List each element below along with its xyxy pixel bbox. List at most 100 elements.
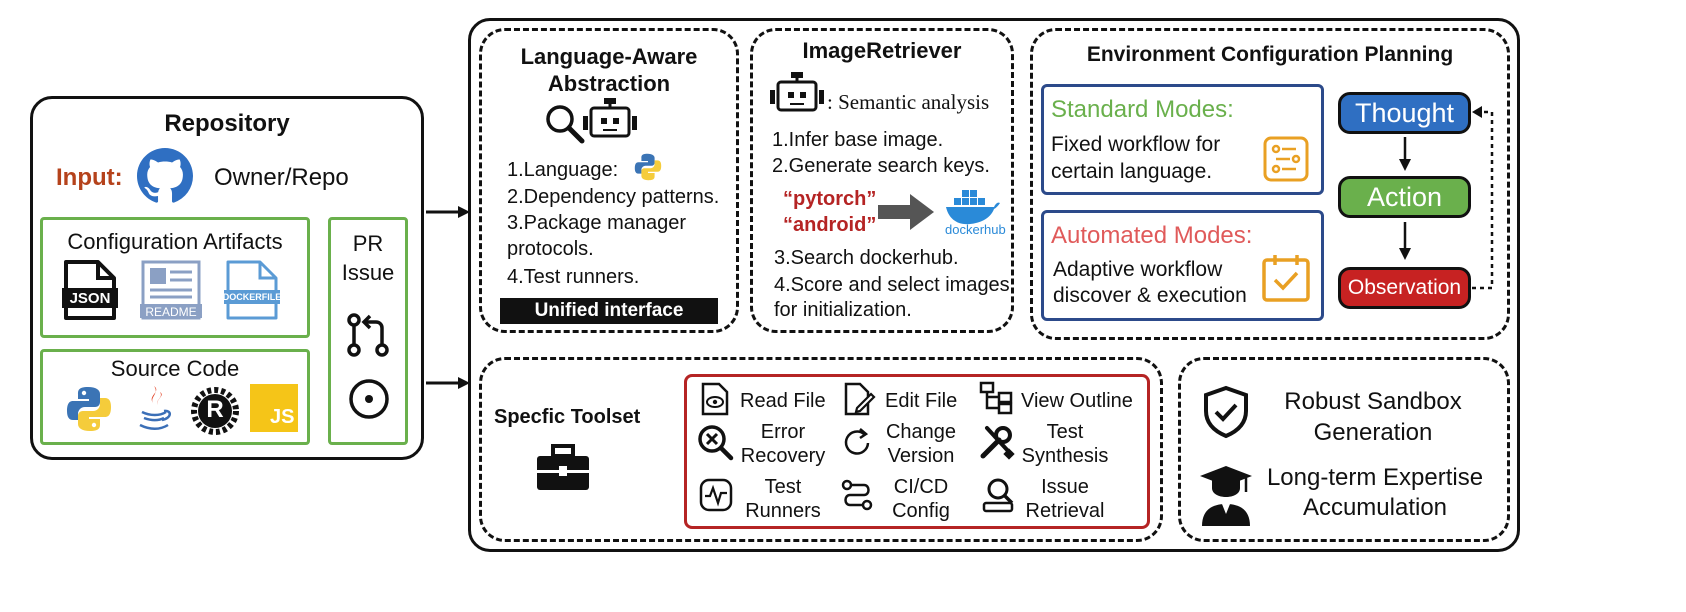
image-retriever-panel	[750, 28, 1014, 333]
github-icon	[137, 148, 193, 203]
environment-planning-panel	[1030, 28, 1510, 340]
issue-retrieval-icon	[982, 478, 1014, 513]
pr-issue-box	[328, 217, 408, 445]
tool-issue-retrieval-l1: Issue	[1041, 476, 1089, 498]
graduate-icon	[1200, 466, 1252, 526]
retriever-step-initialization: for initialization.	[774, 299, 912, 321]
tools-box	[684, 374, 1150, 529]
docker-whale-icon	[946, 190, 1000, 225]
arrow-action-to-observation	[1399, 222, 1411, 260]
readme-file-icon	[140, 260, 202, 320]
tool-test-synthesis-l2: Synthesis	[1021, 445, 1109, 467]
unified-interface-bar: Unified interface	[500, 298, 718, 324]
configuration-artifacts-title: Configuration Artifacts	[67, 229, 283, 254]
python-icon	[67, 387, 111, 431]
retriever-step-search: 3.Search dockerhub.	[774, 247, 959, 269]
readme-file-label: README	[145, 305, 197, 319]
issue-icon	[349, 379, 389, 419]
test-synthesis-icon	[980, 426, 1015, 460]
outcome-sandbox-l1: Robust Sandbox	[1284, 388, 1462, 415]
tool-view-outline: View Outline	[1021, 390, 1133, 412]
abstraction-item-language: 1.Language:	[507, 159, 619, 181]
automated-modes-box	[1041, 210, 1324, 321]
dockerfile-label: DOCKERFILE	[222, 292, 282, 302]
tool-issue-retrieval-l2: Retrieval	[1025, 500, 1105, 522]
cicd-config-icon	[841, 479, 873, 511]
tool-cicd-config-l1: CI/CD	[893, 476, 949, 498]
toolbox-icon	[537, 444, 589, 490]
tool-test-runners-l2: Runners	[745, 500, 821, 522]
outcome-sandbox-l2: Generation	[1313, 419, 1433, 446]
test-runners-icon	[699, 478, 733, 512]
repository-panel	[30, 96, 424, 460]
view-outline-icon	[979, 381, 1013, 415]
abstraction-item-test-runners: 4.Test runners.	[507, 266, 640, 288]
arrow-thought-to-action	[1399, 137, 1411, 171]
planning-title: Environment Configuration Planning	[1086, 43, 1454, 66]
toolset-title: Specfic Toolset	[494, 406, 641, 428]
javascript-icon-label: JS	[270, 406, 295, 428]
retriever-step-score: 4.Score and select images	[774, 274, 1010, 296]
retriever-step-generate: 2.Generate search keys.	[772, 155, 990, 177]
tool-test-synthesis-l1: Test	[1046, 421, 1084, 443]
dockerhub-label: dockerhub	[945, 222, 1006, 237]
image-retriever-title: ImageRetriever	[802, 38, 962, 63]
framework-panel	[468, 18, 1520, 552]
json-file-label: JSON	[69, 290, 111, 307]
tool-change-version-l2: Version	[887, 445, 955, 467]
change-version-icon	[844, 428, 870, 455]
shield-check-icon	[1204, 385, 1248, 439]
automated-modes-line2: discover & execution	[1053, 284, 1247, 307]
arrow-to-top-row	[426, 206, 470, 218]
tool-error-recovery-l1: Error	[760, 421, 806, 443]
outcome-expertise-l1: Long-term Expertise	[1266, 464, 1484, 491]
tool-cicd-config-l2: Config	[892, 500, 950, 522]
source-code-box	[40, 349, 310, 445]
error-recovery-icon	[698, 425, 734, 461]
automated-modes-title: Automated Modes:	[1051, 222, 1253, 249]
tool-error-recovery-l2: Recovery	[740, 445, 826, 467]
issue-label: Issue	[341, 260, 395, 285]
outcomes-panel	[1178, 357, 1510, 542]
java-icon	[139, 386, 171, 430]
tool-test-runners-l1: Test	[764, 476, 802, 498]
abstraction-item-protocols: protocols.	[507, 238, 594, 260]
loop-arrow-observation-to-thought	[1472, 106, 1494, 290]
source-code-title: Source Code	[110, 356, 240, 381]
json-file-icon	[62, 260, 118, 320]
repository-title: Repository	[164, 110, 290, 137]
tool-change-version-l1: Change	[885, 421, 957, 443]
calendar-check-icon	[1262, 255, 1310, 302]
standard-modes-box	[1041, 84, 1324, 195]
abstraction-item-package-manager: 3.Package manager	[507, 212, 687, 234]
configuration-artifacts-box	[40, 217, 310, 338]
abstraction-title-line2: Abstraction	[547, 71, 671, 96]
search-key-android: “android”	[783, 214, 877, 236]
abstraction-item-dependency: 2.Dependency patterns.	[507, 186, 720, 208]
rust-icon-letter: R	[206, 396, 224, 423]
toolset-panel	[479, 357, 1163, 542]
dockerfile-icon	[224, 260, 280, 320]
standard-modes-title: Standard Modes:	[1051, 96, 1234, 123]
arrow-to-bottom-row	[426, 377, 470, 389]
edit-file-icon	[844, 382, 876, 416]
outcome-expertise-l2: Accumulation	[1302, 494, 1448, 521]
thought-node: Thought	[1338, 92, 1471, 134]
pull-request-icon	[347, 313, 389, 357]
rust-icon	[191, 387, 239, 435]
robot-icon-retriever	[770, 72, 824, 112]
python-icon-small	[634, 153, 662, 181]
standard-modes-line1: Fixed workflow for	[1051, 133, 1221, 156]
magnifier-icon	[546, 105, 585, 144]
retriever-step-infer: 1.Infer base image.	[772, 129, 944, 151]
javascript-icon	[250, 384, 298, 432]
automated-modes-line1: Adaptive workflow	[1053, 258, 1223, 281]
pr-label: PR	[352, 231, 384, 256]
read-file-icon	[701, 382, 729, 416]
workflow-icon	[1263, 136, 1309, 182]
action-node: Action	[1338, 176, 1471, 218]
semantic-analysis-text: : Semantic analysis	[827, 90, 990, 114]
owner-repo-text: Owner/Repo	[214, 164, 349, 191]
robot-icon	[583, 98, 637, 138]
input-label: Input:	[56, 164, 123, 191]
